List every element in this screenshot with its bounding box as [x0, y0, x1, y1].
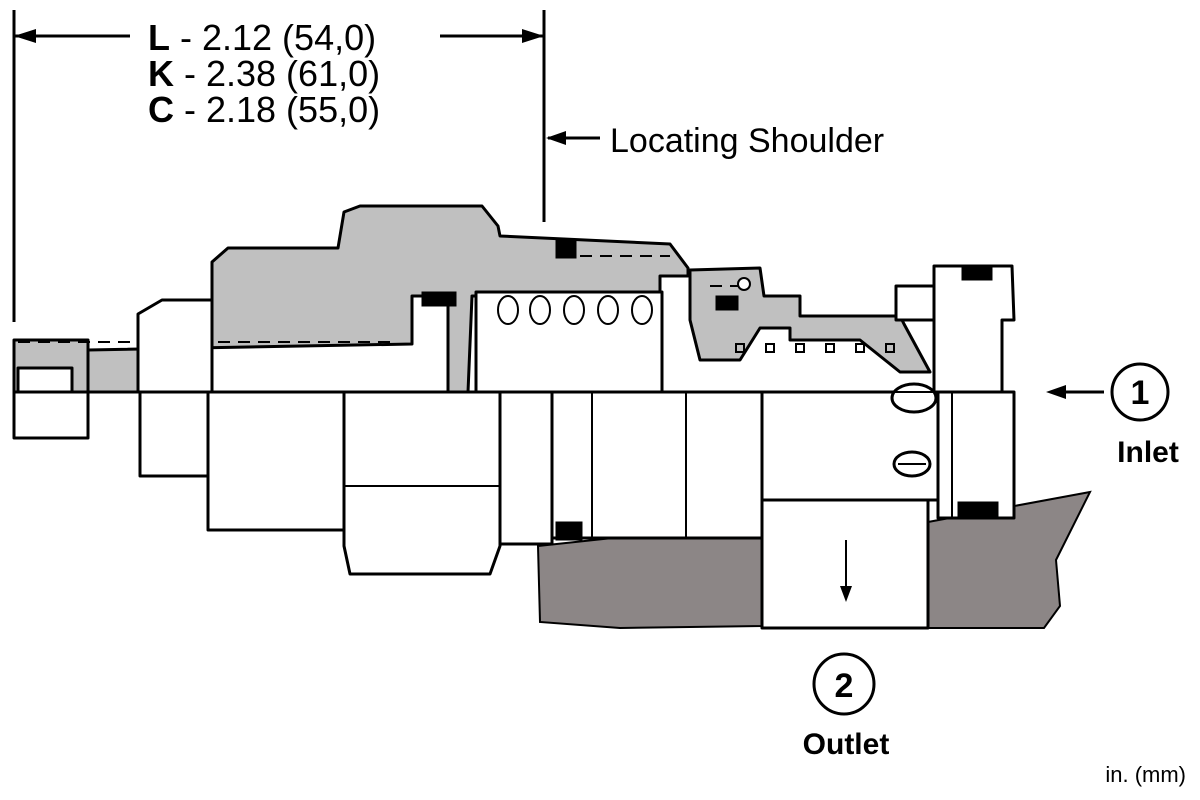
spring-coil — [631, 295, 653, 325]
outlet-flow-arrow-head — [840, 586, 852, 602]
port-2-number: 2 — [835, 667, 854, 705]
seals — [421, 239, 999, 541]
port-2-circle — [812, 652, 876, 716]
dimension-L: L - 2.12 (54,0) — [148, 17, 376, 58]
end-cap-window — [894, 284, 936, 322]
port-hole — [885, 343, 895, 353]
overall-length-dimension: L - 2.12 (54,0) K - 2.38 (61,0) C - 2.18… — [12, 10, 546, 322]
dimension-arrow-left — [14, 29, 36, 43]
port-hole — [825, 343, 835, 353]
dimension-L-value: - 2.12 (54,0) — [170, 17, 376, 58]
dimension-K-code: K — [148, 53, 174, 94]
port-1-number: 1 — [1131, 374, 1150, 412]
port-2-callout: 2 Outlet — [803, 652, 890, 761]
inner-ports — [735, 343, 895, 353]
port-1-callout: 1 Inlet — [1046, 362, 1179, 469]
dimension-K: K - 2.38 (61,0) — [148, 53, 380, 94]
hex-nut — [342, 390, 502, 576]
o-ring-end-bottom — [957, 501, 999, 519]
locating-shoulder-arrow — [546, 131, 566, 145]
o-ring-end-top — [961, 265, 993, 281]
stem-exterior — [12, 390, 90, 440]
dimension-K-value: - 2.38 (61,0) — [174, 53, 380, 94]
cage-hole-upper — [890, 382, 938, 414]
dimension-C-value: - 2.18 (55,0) — [174, 89, 380, 130]
stem-end — [16, 366, 74, 394]
manifold-cavity — [536, 490, 1092, 630]
dimension-C-code: C — [148, 89, 174, 130]
poppet-section — [688, 266, 932, 374]
lock-nut-upper — [136, 298, 214, 394]
inlet-flow-arrow-head — [1046, 385, 1066, 399]
end-cap-exterior — [936, 390, 1016, 520]
port-hole — [765, 343, 775, 353]
locating-shoulder-label: Locating Shoulder — [610, 122, 884, 160]
spring-coil — [529, 295, 551, 325]
spring-coil — [597, 295, 619, 325]
port-1-circle — [1110, 362, 1170, 422]
port-hole — [855, 343, 865, 353]
body-exterior — [550, 390, 764, 540]
o-ring-spring — [421, 291, 457, 307]
port-hole — [795, 343, 805, 353]
o-ring-poppet — [715, 295, 739, 311]
port-hole — [735, 343, 745, 353]
spring-chamber — [474, 290, 664, 394]
port-2-name: Outlet — [803, 728, 890, 761]
spring-coil — [497, 295, 519, 325]
cartridge-body-section — [86, 204, 690, 394]
dimension-L-code: L — [148, 17, 170, 58]
ball-check — [737, 277, 751, 291]
spring — [497, 295, 653, 325]
dimension-C: C - 2.18 (55,0) — [148, 89, 380, 130]
adjuster-barrel — [206, 390, 346, 532]
lock-nut-lower — [138, 390, 210, 478]
o-ring-body-lower — [555, 521, 583, 541]
dimension-arrow-right — [522, 29, 544, 43]
port-1-name: Inlet — [1117, 436, 1179, 469]
locating-shoulder-callout: Locating Shoulder — [546, 122, 884, 160]
units-label: in. (mm) — [1105, 762, 1186, 787]
end-cap — [932, 264, 1016, 394]
spring-coil — [563, 295, 585, 325]
o-ring-shoulder — [555, 239, 577, 259]
body-collar — [498, 390, 554, 546]
